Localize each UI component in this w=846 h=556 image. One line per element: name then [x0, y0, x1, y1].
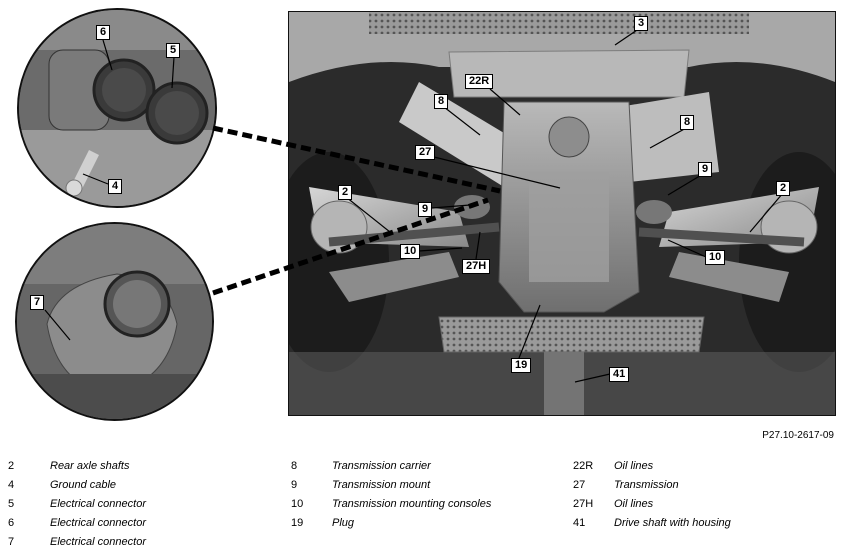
callout-8-right: 8: [680, 115, 695, 130]
callout-41: 41: [609, 367, 630, 382]
legend-desc: Transmission mounting consoles: [332, 498, 492, 510]
legend-desc: Oil lines: [614, 460, 654, 472]
legend-desc: Oil lines: [614, 498, 654, 510]
underbody-drawing: [289, 12, 835, 415]
legend-num: 41: [573, 517, 586, 529]
inset-connectors-top: [17, 8, 217, 208]
underbody-photo: [288, 11, 836, 416]
legend-desc: Transmission carrier: [332, 460, 431, 472]
callout-2-right: 2: [776, 181, 791, 196]
callout-22r: 22R: [465, 74, 494, 89]
legend-desc: Transmission mount: [332, 479, 431, 491]
callout-27: 27: [415, 145, 436, 160]
callout-19: 19: [511, 358, 532, 373]
callout-9-left: 9: [418, 202, 433, 217]
legend-num: 9: [291, 479, 298, 491]
callout-5: 5: [166, 43, 181, 58]
legend-num: 6: [8, 517, 15, 529]
legend-num: 19: [291, 517, 304, 529]
callout-2-left: 2: [338, 185, 353, 200]
legend-desc: Plug: [332, 517, 355, 529]
legend-desc: Rear axle shafts: [50, 460, 130, 472]
callout-10-left: 10: [400, 244, 421, 259]
legend-desc: Electrical connector: [50, 498, 146, 510]
callout-7: 7: [30, 295, 45, 310]
inset-top-drawing: [19, 10, 215, 206]
inset-bottom-drawing: [17, 224, 212, 419]
legend-desc: Electrical connector: [50, 536, 146, 548]
legend-num: 7: [8, 536, 15, 548]
callout-4: 4: [108, 179, 123, 194]
callout-9-right: 9: [698, 162, 713, 177]
legend-num: 5: [8, 498, 15, 510]
legend-num: 22R: [573, 460, 594, 472]
legend: 2 Rear axle shafts 4 Ground cable 5 Elec…: [0, 458, 846, 554]
callout-6: 6: [96, 25, 111, 40]
legend-num: 4: [8, 479, 15, 491]
illustration: 6 5 4 7 3 22R 8 8 27 9 9 2 2 10 10 27H 1…: [15, 8, 836, 421]
callout-27h: 27H: [462, 259, 491, 274]
legend-num: 2: [8, 460, 15, 472]
legend-num: 10: [291, 498, 304, 510]
legend-num: 8: [291, 460, 298, 472]
legend-desc: Electrical connector: [50, 517, 146, 529]
legend-num: 27: [573, 479, 586, 491]
legend-desc: Ground cable: [50, 479, 117, 491]
callout-8-left: 8: [434, 94, 449, 109]
legend-desc: Drive shaft with housing: [614, 517, 731, 529]
callout-3: 3: [634, 16, 649, 31]
legend-num: 27H: [573, 498, 594, 510]
figure-id: P27.10-2617-09: [762, 430, 834, 441]
callout-10-right: 10: [705, 250, 726, 265]
inset-connector-bottom: [15, 222, 214, 421]
legend-desc: Transmission: [614, 479, 679, 491]
